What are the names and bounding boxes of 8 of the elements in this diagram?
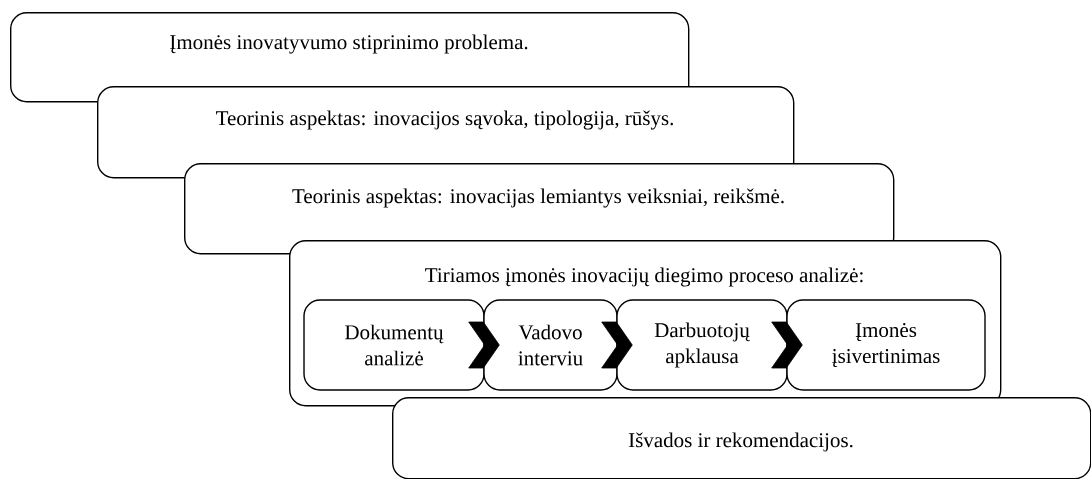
step-box: Darbuotojų apklausa — [616, 299, 788, 391]
step-box: Įmonės įsivertinimas — [786, 299, 986, 391]
chevron-arrow — [771, 321, 803, 369]
step-box: Vadovo interviu — [483, 299, 618, 391]
step-box: Dokumentų analizė — [303, 299, 485, 391]
process-box: Išvados ir rekomendacijos. — [392, 397, 1091, 479]
chevron-arrow — [601, 321, 633, 369]
chevron-arrow — [468, 321, 500, 369]
